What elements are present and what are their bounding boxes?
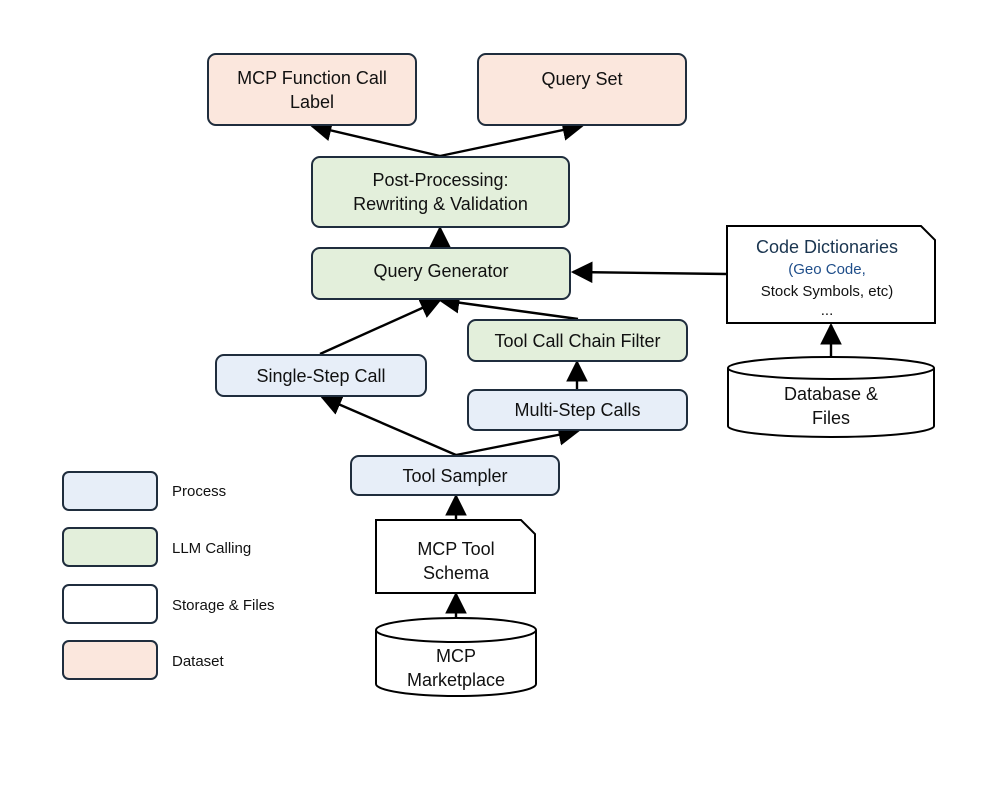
legend-llm-label: LLM Calling — [172, 540, 252, 557]
multi-step-calls-node: Multi-Step Calls — [467, 389, 688, 431]
code-dictionaries-shape — [726, 225, 936, 324]
marketplace-line1: MCP — [436, 646, 476, 666]
tool-call-chain-filter-label: Tool Call Chain Filter — [494, 330, 661, 351]
legend-dataset-label: Dataset — [172, 653, 224, 670]
mcp-label-line2: Label — [289, 91, 335, 112]
post-processing-line2: Rewriting & Validation — [353, 194, 528, 214]
single-step-call-label: Single-Step Call — [256, 365, 386, 386]
query-generator-label: Query Generator — [373, 261, 509, 281]
tool-call-chain-filter-node: Tool Call Chain Filter — [467, 319, 688, 362]
single-step-call-node: Single-Step Call — [215, 354, 427, 397]
legend-process-label: Process — [172, 483, 227, 500]
legend-storage-swatch — [62, 584, 158, 624]
code-dictionaries-paren: ( — [788, 261, 794, 278]
tool-schema-line2: Schema — [422, 563, 490, 583]
arrow-sampler-to-multi — [455, 424, 581, 457]
legend-storage-label: Storage & Files — [172, 597, 275, 614]
query-set-node: Query Set — [477, 53, 687, 126]
database-text: Database & Files — [728, 382, 934, 430]
code-dictionaries-line2: Stock Symbols, etc) — [760, 283, 894, 300]
arrow-dict-to-generator — [570, 261, 728, 284]
post-processing-node: Post-Processing: Rewriting & Validation — [311, 156, 570, 228]
code-dictionaries-line1: (Geo Code, — [727, 259, 927, 281]
marketplace-cylinder — [375, 617, 537, 697]
arrow-single-to-generator — [319, 298, 442, 356]
legend-dataset-swatch — [62, 640, 158, 680]
code-dictionaries-text: Code Dictionaries (Geo Code, Stock Symbo… — [727, 235, 927, 319]
legend-llm-swatch — [62, 527, 158, 567]
marketplace-line2: Marketplace — [406, 670, 506, 690]
code-dictionaries-geo: Geo Code, — [793, 261, 866, 278]
tool-schema-text: MCP Tool Schema — [376, 537, 536, 585]
mcp-label-line1: MCP Function Call — [237, 67, 387, 88]
tool-sampler-label: Tool Sampler — [402, 465, 508, 486]
arrow-filter-to-generator — [437, 291, 579, 321]
database-line1: Database & — [783, 384, 879, 404]
tool-schema-shape — [375, 519, 536, 594]
marketplace-text: MCP Marketplace — [376, 644, 536, 692]
post-processing-line1: Post-Processing: — [372, 170, 509, 190]
database-line2: Files — [811, 408, 850, 428]
tool-sampler-node: Tool Sampler — [350, 455, 560, 496]
query-set-label: Query Set — [541, 69, 623, 89]
query-generator-node: Query Generator — [311, 247, 571, 300]
legend-process-swatch — [62, 471, 158, 511]
code-dictionaries-line3: ... — [820, 302, 834, 319]
arrow-postproc-to-queryset — [439, 119, 585, 158]
code-dictionaries-title: Code Dictionaries — [755, 237, 899, 257]
multi-step-calls-label: Multi-Step Calls — [514, 400, 641, 420]
arrow-postproc-to-label — [309, 119, 441, 158]
mcp-function-call-label-node: MCP Function Call Label — [207, 53, 417, 126]
tool-schema-line1: MCP Tool — [417, 539, 495, 559]
arrow-sampler-to-single — [320, 394, 457, 457]
database-cylinder — [727, 356, 935, 438]
